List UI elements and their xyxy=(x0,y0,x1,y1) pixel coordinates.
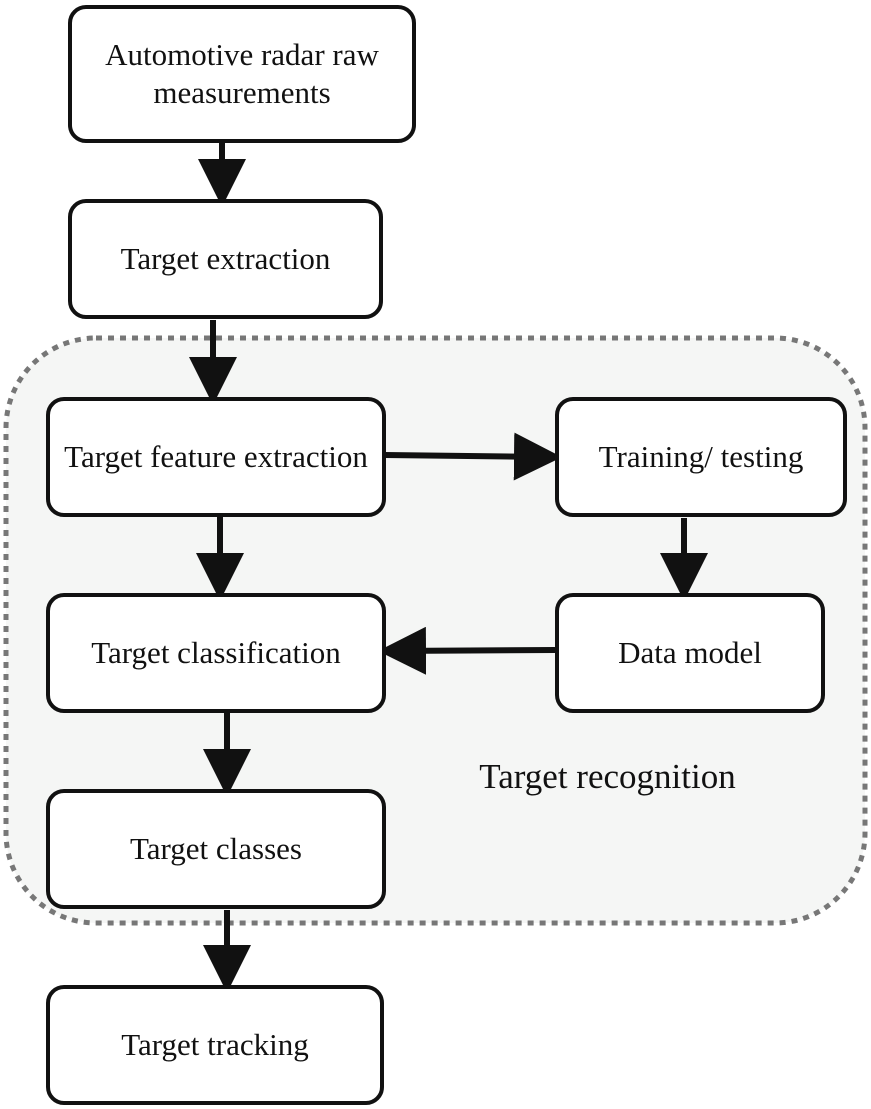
node-training-testing: Training/ testing xyxy=(555,397,847,517)
node-target-classes-label: Target classes xyxy=(130,831,302,866)
node-data-model: Data model xyxy=(555,593,825,713)
arrow-feature-to-training xyxy=(384,432,562,481)
node-target-feature-extraction: Target feature extraction xyxy=(46,397,386,517)
node-target-feature-extraction-label: Target feature extraction xyxy=(64,439,368,474)
node-data-model-label: Data model xyxy=(618,635,762,670)
node-target-tracking-label: Target tracking xyxy=(121,1027,309,1062)
target-recognition-label: Target recognition xyxy=(479,757,736,796)
node-training-testing-label: Training/ testing xyxy=(598,439,804,474)
node-raw-measurements-label: Automotive radar raw measurements xyxy=(105,37,379,110)
node-target-extraction-label: Target extraction xyxy=(120,241,331,276)
node-raw-measurements: Automotive radar raw measurements xyxy=(68,5,416,143)
node-target-extraction: Target extraction xyxy=(68,199,383,319)
node-target-tracking: Target tracking xyxy=(46,985,384,1105)
node-target-classes: Target classes xyxy=(46,789,386,909)
arrow-model-to-classification xyxy=(378,626,556,675)
node-target-classification-label: Target classification xyxy=(91,635,341,670)
node-target-classification: Target classification xyxy=(46,593,386,713)
